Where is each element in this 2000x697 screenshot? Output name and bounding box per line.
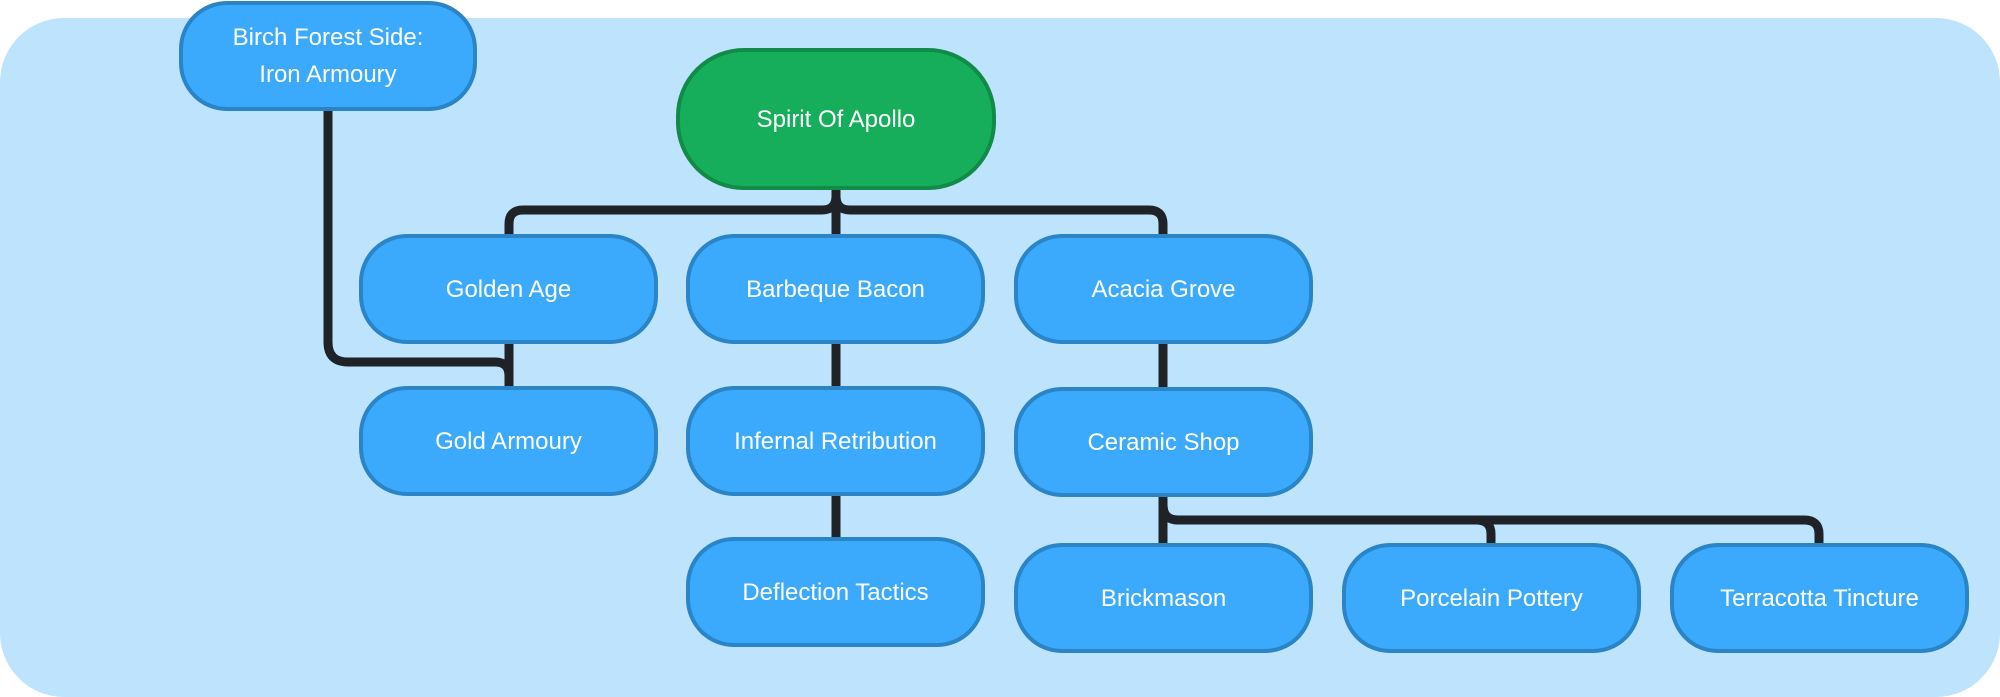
edge-iron-armoury-to-gold-armoury xyxy=(323,105,514,393)
node-label: Porcelain Pottery xyxy=(1400,584,1583,612)
edge-spirit-of-apollo-to-golden-age xyxy=(504,183,841,241)
node-label: Gold Armoury xyxy=(435,427,582,455)
node-ceramic-shop[interactable]: Ceramic Shop xyxy=(1014,387,1313,497)
node-label-line: Birch Forest Side: xyxy=(232,24,424,51)
node-label: Brickmason xyxy=(1100,584,1227,612)
node-brickmason[interactable]: Brickmason xyxy=(1014,543,1313,653)
edge-spirit-of-apollo-to-acacia-grove xyxy=(831,183,1168,241)
node-spirit-of-apollo[interactable]: Spirit Of Apollo xyxy=(676,48,996,190)
node-label: Acacia Grove xyxy=(1091,275,1236,303)
node-label: Ceramic Shop xyxy=(1087,428,1240,456)
node-porcelain-pottery[interactable]: Porcelain Pottery xyxy=(1342,543,1641,653)
node-acacia-grove[interactable]: Acacia Grove xyxy=(1014,234,1313,344)
node-label: Deflection Tactics xyxy=(742,578,929,606)
node-deflection-tactics[interactable]: Deflection Tactics xyxy=(686,537,985,647)
node-label: Spirit Of Apollo xyxy=(756,105,916,133)
node-label: Barbeque Bacon xyxy=(746,275,925,303)
node-golden-age[interactable]: Golden Age xyxy=(359,234,658,344)
node-label: Terracotta Tincture xyxy=(1720,584,1919,612)
node-label: Golden Age xyxy=(445,275,572,303)
node-label: Infernal Retribution xyxy=(734,427,937,455)
node-label-line: Iron Armoury xyxy=(259,61,397,88)
node-infernal-retribution[interactable]: Infernal Retribution xyxy=(686,386,985,496)
node-gold-armoury[interactable]: Gold Armoury xyxy=(359,386,658,496)
node-terracotta-tincture[interactable]: Terracotta Tincture xyxy=(1670,543,1969,653)
node-barbeque-bacon[interactable]: Barbeque Bacon xyxy=(686,234,985,344)
node-iron-armoury[interactable]: Birch Forest Side: Iron Armoury xyxy=(179,1,477,111)
edge-ceramic-shop-to-terracotta-tincture xyxy=(1158,489,1824,551)
